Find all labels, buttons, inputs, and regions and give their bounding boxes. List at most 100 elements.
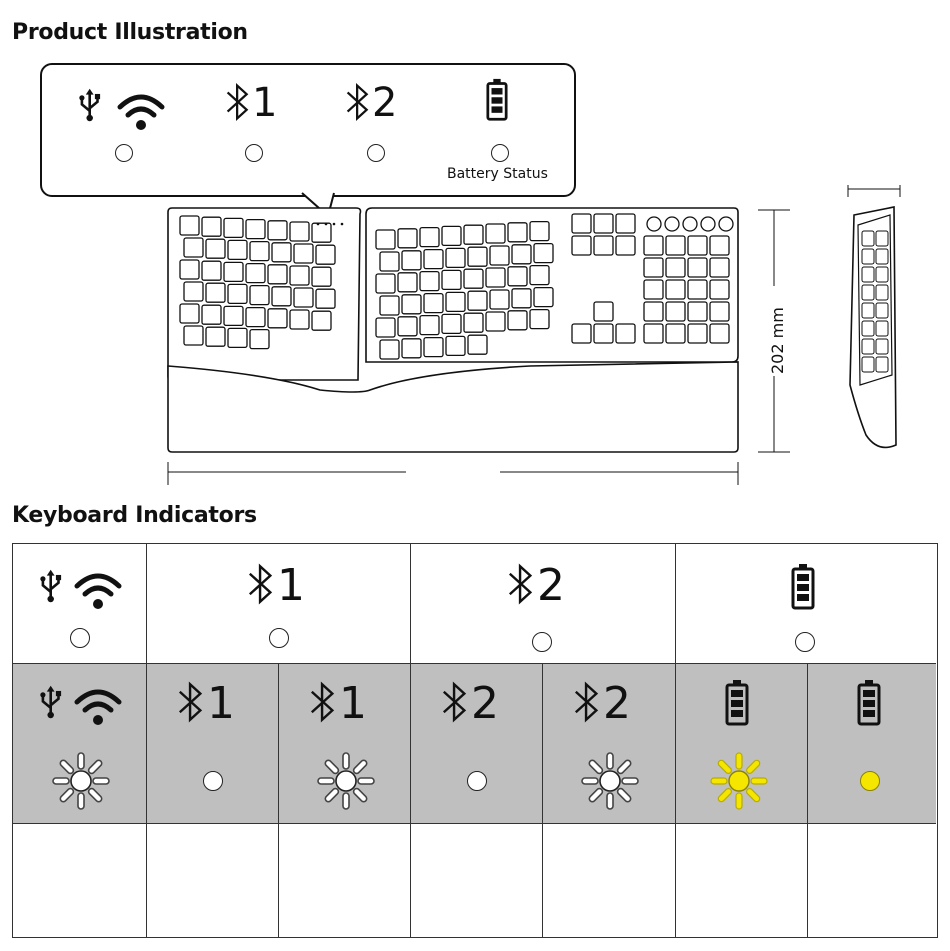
keycap: [688, 236, 707, 255]
keycap: [572, 236, 591, 255]
keycap: [486, 312, 505, 331]
wifi-icon: [116, 91, 166, 131]
keycap: [666, 258, 685, 277]
table-divider: [675, 544, 676, 937]
keycap: [710, 302, 729, 321]
led-off-indicator: [203, 771, 223, 791]
bluetooth-1-icon: [309, 680, 337, 724]
keycap: [862, 321, 874, 336]
bluetooth-2-icon: [573, 680, 601, 724]
keycap: [572, 214, 591, 233]
keycap: [666, 236, 685, 255]
keycap: [594, 214, 613, 233]
keycap: [250, 286, 269, 305]
keycap: [534, 288, 553, 307]
battery-led: [491, 144, 509, 162]
keycap: [530, 222, 549, 241]
keycap: [710, 324, 729, 343]
bluetooth-2-number: 2: [537, 564, 565, 608]
keycap: [424, 294, 443, 313]
keycap: [202, 217, 221, 236]
media-key: [647, 217, 661, 231]
usb-icon: [39, 676, 65, 728]
keycap: [294, 288, 313, 307]
keycap: [534, 244, 553, 263]
keycap: [862, 231, 874, 246]
media-key: [719, 217, 733, 231]
led-blinking-yellow-icon: [704, 746, 774, 816]
media-key: [665, 217, 679, 231]
keycap: [376, 318, 395, 337]
keycap: [402, 251, 421, 270]
bluetooth-1-icon: [225, 81, 251, 123]
keycap: [202, 261, 221, 280]
bluetooth-1-icon: [177, 680, 205, 724]
keycap: [184, 282, 203, 301]
bluetooth-2-number: 2: [603, 682, 631, 726]
keycap: [224, 306, 243, 325]
led-blinking-white-icon: [575, 746, 645, 816]
keycap: [616, 236, 635, 255]
keycap: [508, 267, 527, 286]
wifi-icon: [73, 570, 123, 610]
battery-icon: [791, 562, 815, 612]
led-blinking-white-icon: [311, 746, 381, 816]
connection-led: [115, 144, 133, 162]
keycap: [644, 236, 663, 255]
keycap: [710, 258, 729, 277]
keycap: [468, 247, 487, 266]
keycap: [464, 313, 483, 332]
keycap: [268, 309, 287, 328]
wifi-icon: [73, 686, 123, 726]
media-key: [701, 217, 715, 231]
bluetooth-1-number: 1: [207, 682, 235, 726]
keycap: [512, 289, 531, 308]
keycap: [876, 303, 888, 318]
keycap: [224, 218, 243, 237]
bluetooth-1-number: 1: [252, 83, 277, 123]
bluetooth-2-icon: [507, 562, 535, 606]
keycap: [316, 289, 335, 308]
table-divider: [410, 544, 411, 937]
battery-icon: [857, 678, 881, 728]
keycap: [486, 268, 505, 287]
keycap: [446, 248, 465, 267]
keycap: [876, 249, 888, 264]
keycap: [572, 324, 591, 343]
keycap: [376, 230, 395, 249]
keycap: [486, 224, 505, 243]
table-divider: [807, 664, 808, 937]
keycap: [666, 324, 685, 343]
keycap: [862, 267, 874, 282]
keycap: [862, 285, 874, 300]
battery-status-label: Battery Status: [447, 166, 548, 182]
bluetooth-2-number: 2: [471, 682, 499, 726]
keycap: [380, 296, 399, 315]
keycap: [376, 274, 395, 293]
keycap: [420, 272, 439, 291]
keycap: [206, 283, 225, 302]
keycap: [272, 287, 291, 306]
keycap: [688, 280, 707, 299]
keycap: [228, 328, 247, 347]
bluetooth-1-number: 1: [277, 564, 305, 608]
keycap: [508, 311, 527, 330]
keycap: [202, 305, 221, 324]
table-divider: [146, 544, 147, 937]
keycap: [224, 262, 243, 281]
bluetooth-2-led: [367, 144, 385, 162]
keycap: [616, 214, 635, 233]
keycap: [402, 339, 421, 358]
keycap: [184, 326, 203, 345]
keycap: [594, 324, 613, 343]
bluetooth-2-number: 2: [372, 83, 397, 123]
bluetooth-1-led: [269, 628, 289, 648]
keycap: [206, 239, 225, 258]
keycap: [250, 330, 269, 349]
keycap: [530, 310, 549, 329]
keycap: [246, 308, 265, 327]
keycap: [490, 246, 509, 265]
keycap: [312, 223, 331, 242]
bluetooth-2-led: [532, 632, 552, 652]
keycap: [862, 249, 874, 264]
